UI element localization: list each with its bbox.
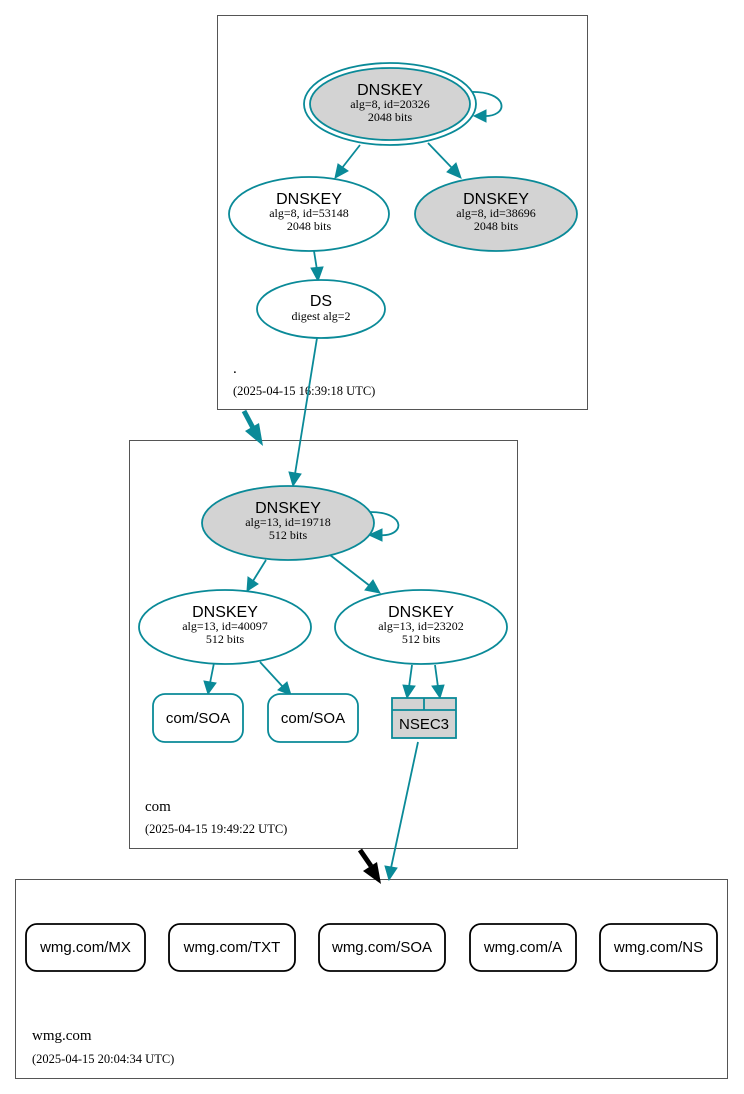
zsk1-to-ds-arrowhead	[310, 266, 324, 283]
root-zsk2-line2: 2048 bits	[474, 219, 519, 233]
com-ds-line1: digest alg=2	[291, 309, 350, 323]
zsk2-to-nsec3-edge-b	[434, 664, 439, 688]
com-ksk-type: DNSKEY	[255, 500, 321, 517]
zsk2-to-nsec3-edge-a	[408, 664, 413, 688]
root-zone-timestamp: (2025-04-15 16:39:18 UTC)	[233, 384, 375, 398]
wmg-soa-record: wmg.com/SOA	[318, 923, 446, 972]
com-wmg-delegation-arrowhead	[363, 862, 381, 884]
zsk2-to-nsec3-arrowhead-a	[402, 684, 416, 700]
wmg-ns-label: wmg.com/NS	[613, 939, 703, 956]
com-zsk2-node: DNSKEY alg=13, id=23202 512 bits	[334, 589, 508, 665]
root-com-delegation-edge	[241, 409, 256, 430]
com-ksk-self-edge	[369, 511, 400, 536]
zsk2-to-nsec3-arrowhead-b	[431, 684, 445, 700]
com-soa1-node: com/SOA	[152, 693, 244, 743]
wmg-soa-label: wmg.com/SOA	[331, 939, 432, 956]
com-soa1-label: com/SOA	[166, 710, 230, 727]
zsk1-to-soa1-arrowhead	[203, 680, 217, 696]
com-ksk-node: DNSKEY alg=13, id=19718 512 bits	[201, 485, 375, 561]
com-zsk2-line1: alg=13, id=23202	[378, 619, 464, 633]
root-ksk-to-zsk1-edge	[341, 144, 361, 169]
root-zsk2-line1: alg=8, id=38696	[456, 206, 536, 220]
root-zsk1-line1: alg=8, id=53148	[269, 206, 349, 220]
root-ksk-to-zsk2-arrowhead	[446, 162, 462, 179]
root-ksk-node: DNSKEY alg=8, id=20326 2048 bits	[303, 62, 477, 146]
root-ksk-self-arrowhead	[472, 109, 487, 123]
wmg-mx-record: wmg.com/MX	[25, 923, 146, 972]
com-zsk1-type: DNSKEY	[192, 604, 258, 621]
com-ksk-self-arrowhead	[367, 528, 383, 542]
root-zsk2-type: DNSKEY	[463, 191, 529, 208]
com-ksk-to-zsk2-edge	[329, 554, 371, 587]
wmg-mx-label: wmg.com/MX	[39, 939, 131, 956]
com-wmg-delegation-edge	[357, 848, 374, 868]
com-zsk1-line2: 512 bits	[206, 632, 245, 646]
nsec3-node: NSEC3	[391, 697, 457, 739]
com-zsk1-node: DNSKEY alg=13, id=40097 512 bits	[138, 589, 312, 665]
wmg-zone-name: wmg.com	[32, 1028, 92, 1044]
zsk1-to-soa2-arrowhead	[277, 681, 292, 696]
root-zone-box	[217, 15, 588, 410]
com-ds-node: DS digest alg=2	[256, 279, 386, 339]
com-zone-name: com	[145, 799, 171, 815]
nsec3-to-wmg-arrowhead	[384, 865, 398, 882]
nsec3-to-wmg-edge	[390, 741, 419, 869]
zsk1-to-ds-edge	[313, 250, 318, 271]
nsec3-label: NSEC3	[399, 716, 449, 733]
root-zsk1-line2: 2048 bits	[287, 219, 332, 233]
wmg-zone-box	[15, 879, 728, 1079]
com-zone-timestamp: (2025-04-15 19:49:22 UTC)	[145, 822, 287, 836]
root-ksk-type: DNSKEY	[357, 82, 423, 99]
ds-to-com-ksk-arrowhead	[288, 471, 302, 488]
root-zsk1-node: DNSKEY alg=8, id=53148 2048 bits	[228, 176, 390, 252]
wmg-zone-timestamp: (2025-04-15 20:04:34 UTC)	[32, 1052, 174, 1066]
zsk1-to-soa2-edge	[259, 661, 284, 688]
root-ksk-to-zsk2-edge	[427, 142, 453, 169]
root-zone-name: .	[233, 361, 237, 377]
com-ksk-to-zsk1-edge	[252, 559, 267, 582]
ds-to-com-ksk-edge	[294, 337, 318, 475]
com-zsk2-type: DNSKEY	[388, 604, 454, 621]
wmg-txt-record: wmg.com/TXT	[168, 923, 296, 972]
com-zsk2-line2: 512 bits	[402, 632, 441, 646]
com-zone-box	[129, 440, 518, 849]
wmg-a-label: wmg.com/A	[483, 939, 562, 956]
wmg-ns-record: wmg.com/NS	[599, 923, 718, 972]
com-ksk-to-zsk2-arrowhead	[364, 579, 381, 594]
root-ksk-line1: alg=8, id=20326	[350, 97, 430, 111]
com-ksk-line2: 512 bits	[269, 528, 308, 542]
root-ksk-self-edge	[467, 91, 503, 117]
wmg-txt-label: wmg.com/TXT	[183, 939, 281, 956]
com-ds-type: DS	[310, 293, 332, 310]
com-ksk-line1: alg=13, id=19718	[245, 515, 331, 529]
com-soa2-label: com/SOA	[281, 710, 345, 727]
zsk1-to-soa1-edge	[209, 662, 215, 684]
root-zsk1-type: DNSKEY	[276, 191, 342, 208]
root-ksk-line2: 2048 bits	[368, 110, 413, 124]
root-zsk2-node: DNSKEY alg=8, id=38696 2048 bits	[414, 176, 578, 252]
wmg-a-record: wmg.com/A	[469, 923, 577, 972]
root-ksk-to-zsk1-arrowhead	[334, 163, 349, 179]
com-zsk1-line1: alg=13, id=40097	[182, 619, 268, 633]
root-com-delegation-arrowhead	[245, 423, 263, 446]
com-ksk-to-zsk1-arrowhead	[246, 576, 259, 592]
com-soa2-node: com/SOA	[267, 693, 359, 743]
